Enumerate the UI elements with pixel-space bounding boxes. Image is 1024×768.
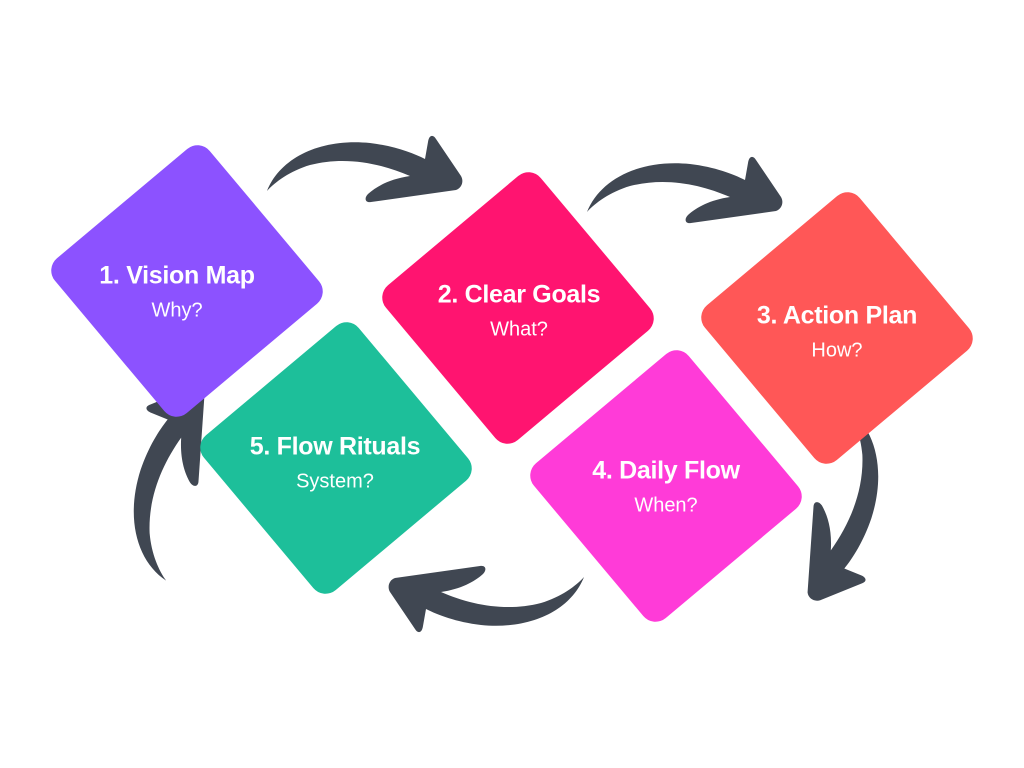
step-label-clear-goals: 2. Clear Goals What? xyxy=(369,280,669,341)
step-label-flow-rituals: 5. Flow Rituals System? xyxy=(185,432,485,493)
step-title: 2. Clear Goals xyxy=(437,280,601,309)
arrow-1-to-2 xyxy=(267,135,463,203)
step-question: When? xyxy=(634,494,698,517)
step-question: What? xyxy=(490,318,548,341)
step-title: 3. Action Plan xyxy=(756,301,918,330)
step-question: How? xyxy=(811,339,863,362)
step-title: 4. Daily Flow xyxy=(592,456,740,485)
step-question: Why? xyxy=(151,299,203,322)
step-label-daily-flow: 4. Daily Flow When? xyxy=(516,456,816,517)
step-title: 5. Flow Rituals xyxy=(249,432,421,461)
step-label-action-plan: 3. Action Plan How? xyxy=(687,301,987,362)
step-question: System? xyxy=(296,470,374,493)
step-title: 1. Vision Map xyxy=(99,261,255,290)
arrow-2-to-3 xyxy=(587,156,783,224)
step-label-vision-map: 1. Vision Map Why? xyxy=(27,261,327,322)
arrow-4-to-5 xyxy=(388,565,584,633)
